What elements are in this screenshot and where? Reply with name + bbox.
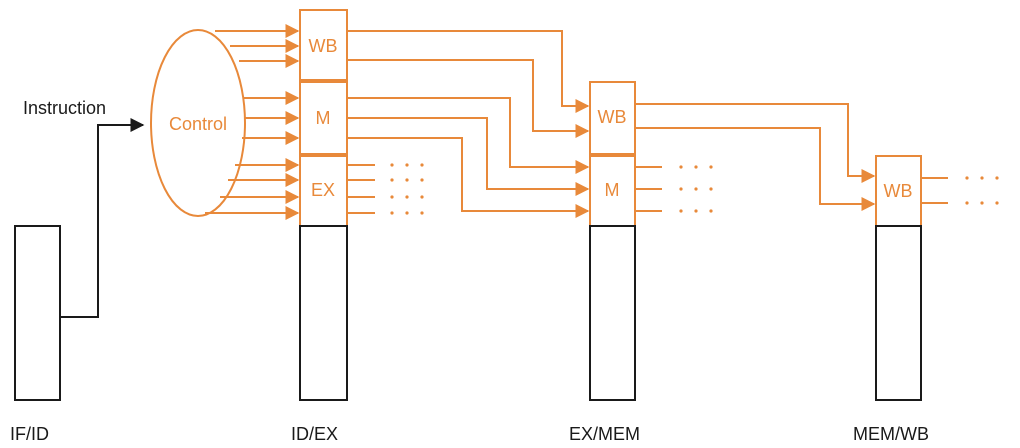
ex-mem-data-field bbox=[589, 225, 636, 401]
mem-stage-signals bbox=[635, 165, 713, 213]
ex-mem-m-field bbox=[589, 155, 636, 227]
id-ex-label: ID/EX bbox=[291, 424, 338, 444]
id-ex-m-field bbox=[299, 81, 348, 155]
instruction-label: Instruction bbox=[23, 98, 106, 118]
mem-wb-wb-label: WB bbox=[884, 181, 913, 201]
mem-wb-register: WB bbox=[875, 155, 922, 401]
id-ex-ex-label: EX bbox=[311, 180, 335, 200]
control-output-arrows bbox=[205, 24, 300, 220]
id-ex-m-forward bbox=[347, 97, 590, 218]
id-ex-m-label: M bbox=[316, 108, 331, 128]
id-ex-wb-label: WB bbox=[309, 36, 338, 56]
if-id-label: IF/ID bbox=[10, 424, 49, 444]
instruction-path bbox=[60, 118, 145, 318]
ex-mem-wb-forward bbox=[635, 103, 876, 211]
control-unit bbox=[150, 29, 246, 217]
id-ex-wb-field bbox=[299, 9, 348, 81]
wb-stage-signals bbox=[921, 176, 999, 205]
ex-stage-signals bbox=[347, 163, 424, 215]
id-ex-wb-forward bbox=[347, 30, 590, 138]
ex-mem-m-label: M bbox=[605, 180, 620, 200]
control-label: Control bbox=[169, 114, 227, 134]
mem-wb-label: MEM/WB bbox=[853, 424, 929, 444]
id-ex-register: WB M EX bbox=[299, 9, 348, 401]
ex-mem-register: WB M bbox=[589, 81, 636, 401]
id-ex-data-field bbox=[299, 225, 348, 401]
id-ex-ex-field bbox=[299, 155, 348, 227]
ex-mem-wb-label: WB bbox=[598, 107, 627, 127]
ex-mem-wb-field bbox=[589, 81, 636, 155]
if-id-register bbox=[14, 225, 61, 401]
mem-wb-data-field bbox=[875, 225, 922, 401]
ex-mem-label: EX/MEM bbox=[569, 424, 640, 444]
